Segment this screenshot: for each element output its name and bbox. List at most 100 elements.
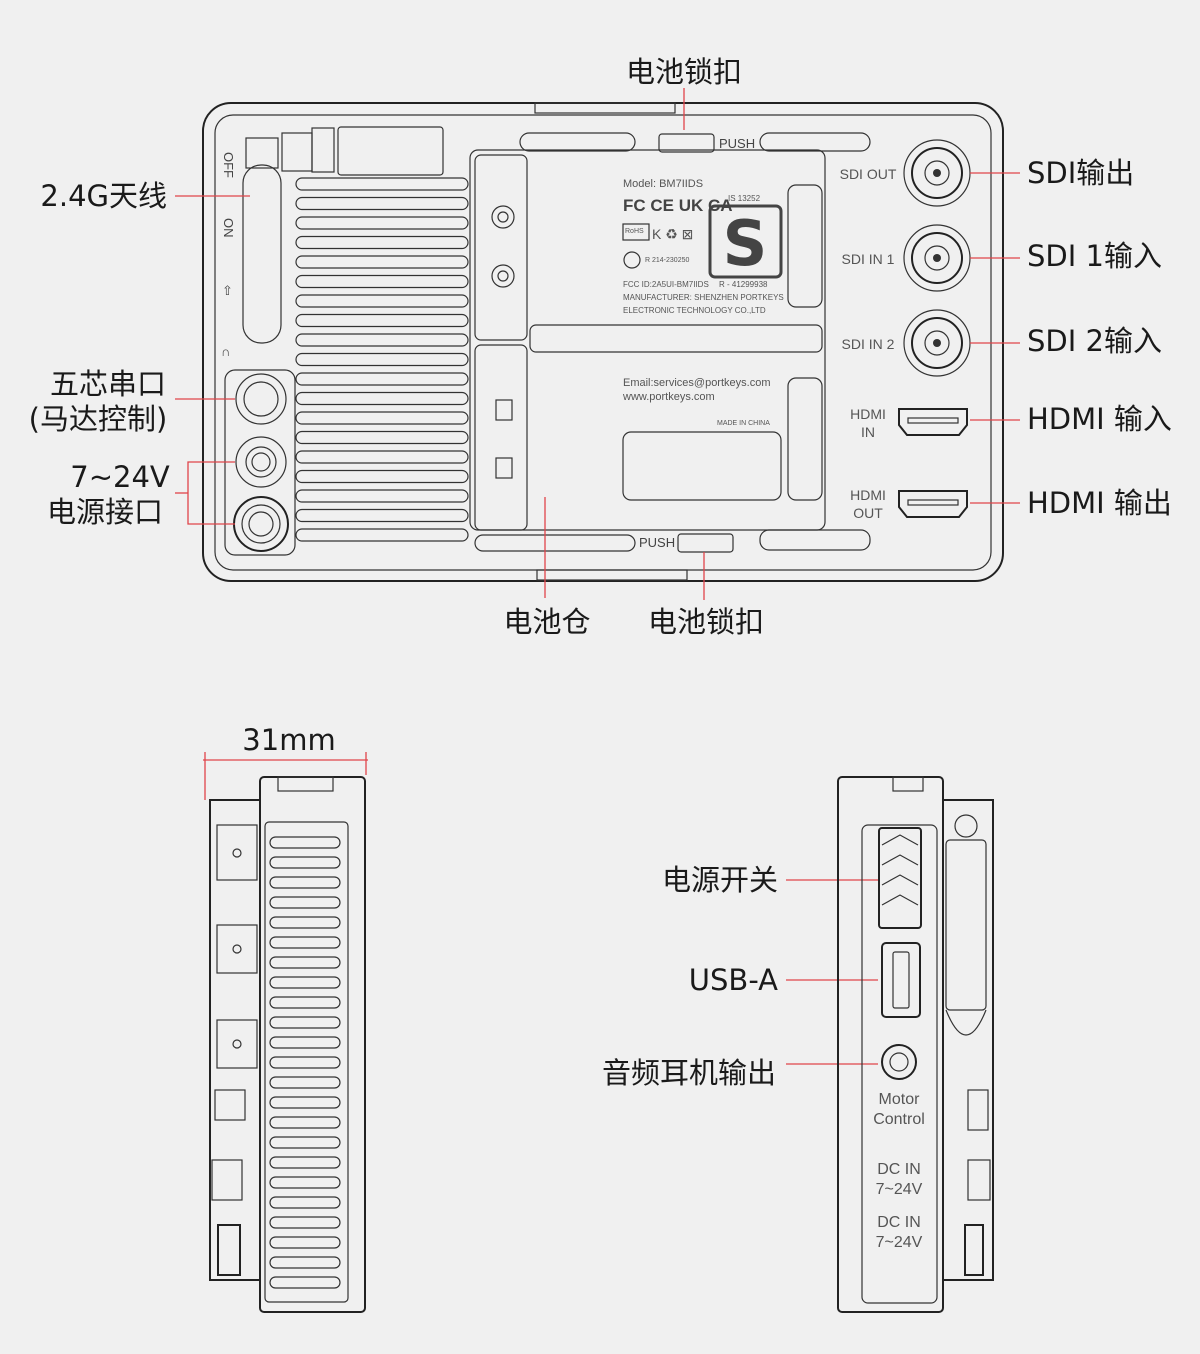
push-top-label: PUSH xyxy=(719,136,755,151)
fin-slot xyxy=(295,489,469,503)
fin-slot xyxy=(295,372,469,386)
bnc-sdi-in1 xyxy=(903,224,971,292)
fin-slot xyxy=(269,1056,341,1069)
five-pin-port xyxy=(235,373,287,425)
model-text: Model: BM7IIDS xyxy=(623,178,703,190)
dcin2-text-1: DC IN xyxy=(877,1214,921,1231)
fin-slot xyxy=(269,1136,341,1149)
is-text: IS 13252 xyxy=(728,194,761,203)
hdmi-in-text-1: HDMI xyxy=(850,406,886,422)
fin-slot xyxy=(269,1276,341,1289)
label-hdmi-in: HDMI 输入 xyxy=(1027,402,1172,436)
fin-slot xyxy=(295,274,469,289)
side-heat-sink xyxy=(269,836,341,1289)
fin-slot xyxy=(269,1196,341,1209)
hdmi-out-text-2: OUT xyxy=(853,505,883,521)
fin-slot xyxy=(269,976,341,989)
fin-slot xyxy=(295,333,469,347)
fin-slot xyxy=(269,956,341,969)
fin-slot xyxy=(295,235,469,250)
fin-slot xyxy=(269,1076,341,1089)
motor-text-1: Motor xyxy=(879,1091,921,1108)
sdi-out-text: SDI OUT xyxy=(840,166,897,182)
r-number: R - 41299938 xyxy=(719,280,768,289)
dcin1-text-1: DC IN xyxy=(877,1161,921,1178)
headphone-symbol-icon: ∩ xyxy=(221,344,230,359)
label-sdi-in1: SDI 1输入 xyxy=(1027,239,1162,273)
label-power-voltage: 7~24V xyxy=(70,460,170,494)
headphone-jack[interactable] xyxy=(881,1044,917,1080)
label-usb-a: USB-A xyxy=(689,963,778,997)
fin-slot xyxy=(269,1016,341,1029)
back-view: OFF ON ⇧ ∩ PUSH PUSH xyxy=(202,102,1004,582)
dcin1-text-2: 7~24V xyxy=(876,1181,923,1198)
hdmi-in-text-2: IN xyxy=(861,424,875,440)
fin-slot xyxy=(295,177,469,191)
label-antenna: 2.4G天线 xyxy=(40,179,167,213)
fin-slot xyxy=(295,255,469,269)
label-serial-port: 五芯串口 xyxy=(50,367,166,401)
fin-slot xyxy=(269,856,341,869)
product-label: Model: BM7IIDS FC CE UK CA IS 13252 S Ro… xyxy=(622,178,784,427)
rohs-icon xyxy=(622,223,650,241)
fin-slot xyxy=(295,469,469,484)
fin-slot xyxy=(269,1236,341,1249)
power-switch[interactable] xyxy=(878,827,922,929)
antenna xyxy=(242,126,444,344)
label-sdi-out: SDI输出 xyxy=(1027,156,1134,190)
bnc-sdi-out xyxy=(903,139,971,207)
battery-plate xyxy=(469,132,871,553)
fin-slot xyxy=(269,876,341,889)
on-label: ON xyxy=(221,218,236,238)
fin-slot xyxy=(295,294,469,308)
dc-port-1 xyxy=(235,436,287,488)
fin-slot xyxy=(269,1156,341,1169)
fin-slot xyxy=(269,836,341,849)
fin-slot xyxy=(295,313,469,328)
reg-text: R 214-230250 xyxy=(645,257,689,264)
heat-sink xyxy=(295,177,469,542)
recycle-icon: K ♻ ⊠ xyxy=(652,226,693,242)
fin-slot xyxy=(269,896,341,909)
fin-slot xyxy=(269,1036,341,1049)
fin-slot xyxy=(269,996,341,1009)
label-width: 31mm xyxy=(242,723,335,757)
push-bottom-label: PUSH xyxy=(639,535,675,550)
label-battery-bay: 电池仓 xyxy=(503,605,590,639)
off-label: OFF xyxy=(221,152,236,178)
email-text: Email:services@portkeys.com xyxy=(623,377,770,389)
fin-slot xyxy=(269,1216,341,1229)
fin-slot xyxy=(269,1256,341,1269)
website-text: www.portkeys.com xyxy=(622,391,715,403)
fin-slot xyxy=(295,196,469,211)
right-side-view: Motor Control DC IN 7~24V DC IN 7~24V xyxy=(837,776,994,1313)
made-in-text: MADE IN CHINA xyxy=(717,420,770,427)
label-battery-lock-bottom: 电池锁扣 xyxy=(648,605,764,639)
usb-a-port[interactable] xyxy=(881,942,921,1018)
label-headphone: 音频耳机输出 xyxy=(602,1056,776,1090)
fcc-id: FCC ID:2A5UI-BM7IIDS xyxy=(623,280,709,289)
hdmi-in-port xyxy=(898,408,968,436)
bis-s-icon: S xyxy=(723,207,768,280)
fin-slot xyxy=(295,391,469,406)
manufacturer-1: MANUFACTURER: SHENZHEN PORTKEYS xyxy=(623,293,784,302)
fin-slot xyxy=(295,216,469,230)
telec-icon xyxy=(623,251,641,269)
usb-symbol-icon: ⇧ xyxy=(222,283,233,298)
left-ports xyxy=(224,369,296,556)
left-side-view xyxy=(209,776,366,1313)
screw-icon xyxy=(954,814,978,838)
sdi-in1-text: SDI IN 1 xyxy=(842,251,895,267)
label-power-port: 电源接口 xyxy=(47,495,163,529)
fin-slot xyxy=(269,1176,341,1189)
fin-slot xyxy=(295,352,469,367)
fin-slot xyxy=(295,450,469,464)
cert-marks: FC CE UK CA xyxy=(623,196,733,215)
label-battery-lock-top: 电池锁扣 xyxy=(626,55,742,89)
motor-text-2: Control xyxy=(873,1111,925,1128)
bis-logo xyxy=(708,204,783,279)
label-hdmi-out: HDMI 输出 xyxy=(1027,486,1172,520)
hdmi-out-port xyxy=(898,490,968,518)
